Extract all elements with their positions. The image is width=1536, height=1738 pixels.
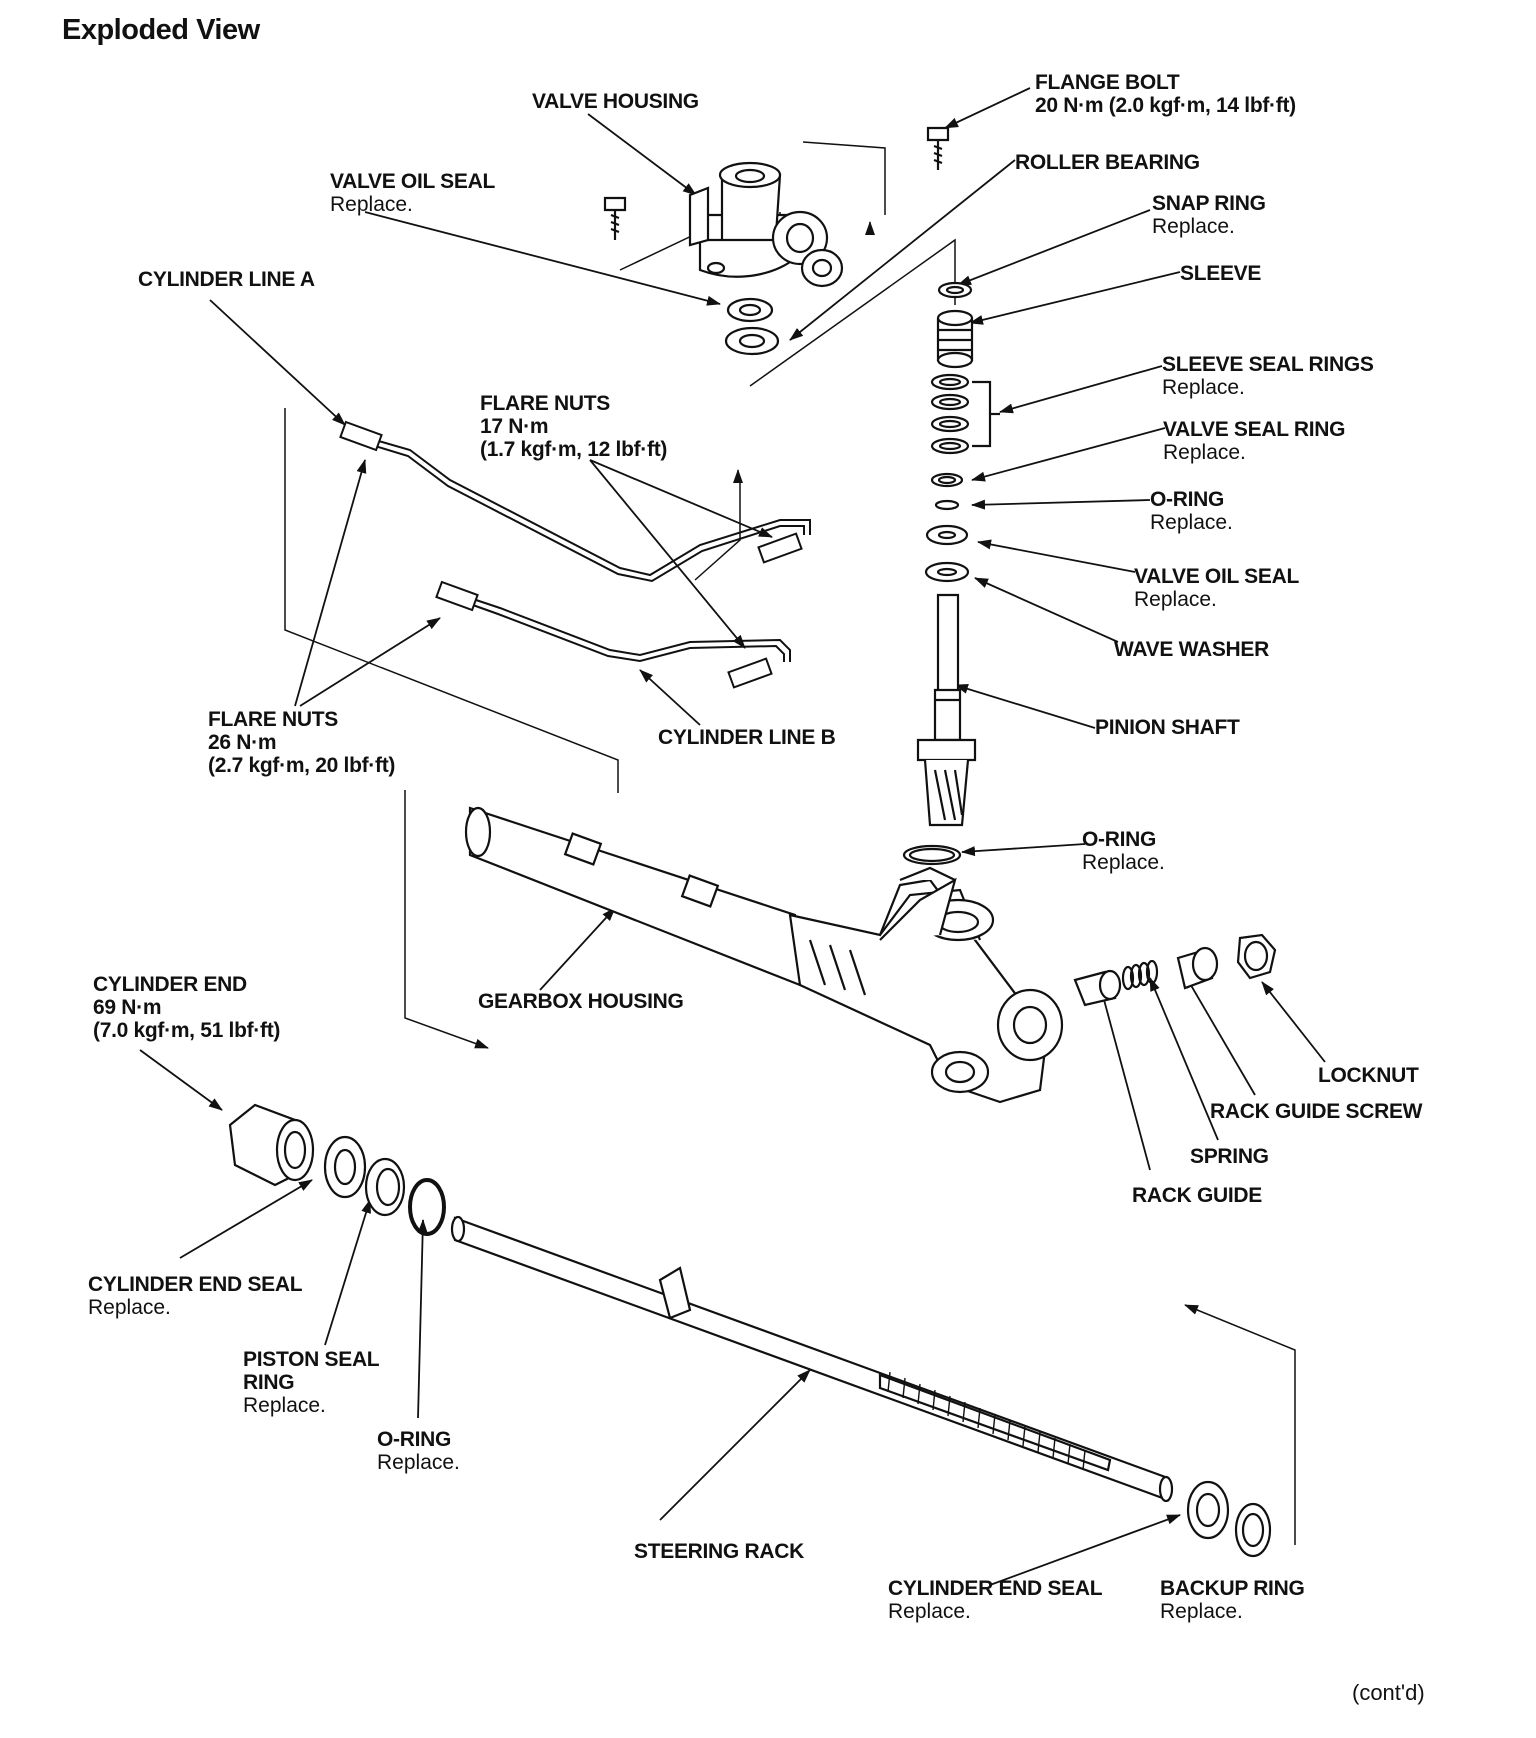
label-piston-seal-ring: PISTON SEAL RING Replace.: [243, 1348, 380, 1417]
leader-lines: [139, 87, 1326, 1586]
label-o-ring-mid: O-RING Replace.: [1082, 828, 1165, 874]
backup-ring: [1234, 1502, 1272, 1558]
label-rack-guide-screw: RACK GUIDE SCREW: [1210, 1100, 1423, 1123]
steering-rack: [450, 1215, 1174, 1503]
valve-housing: [688, 161, 844, 288]
label-sleeve-seal-rings: SLEEVE SEAL RINGS Replace.: [1162, 353, 1374, 399]
label-rack-guide: RACK GUIDE: [1132, 1184, 1263, 1207]
cylinder-line-b: [435, 580, 791, 689]
label-steering-rack: STEERING RACK: [634, 1540, 804, 1563]
gearbox-housing: [464, 806, 1064, 1104]
label-pinion-shaft: PINION SHAFT: [1095, 716, 1240, 739]
o-ring-pinion: [902, 844, 962, 866]
label-wave-washer: WAVE WASHER: [1114, 638, 1269, 661]
label-flare-nuts-26: FLARE NUTS 26 N·m (2.7 kgf·m, 20 lbf·ft): [208, 708, 396, 777]
label-cylinder-end-seal-right: CYLINDER END SEAL Replace.: [888, 1577, 1103, 1623]
continued-note: (cont'd): [1352, 1680, 1425, 1705]
label-valve-housing: VALVE HOUSING: [532, 90, 699, 113]
label-o-ring-lower: O-RING Replace.: [377, 1428, 460, 1474]
label-cylinder-line-b: CYLINDER LINE B: [658, 726, 836, 749]
label-valve-seal-ring: VALVE SEAL RING Replace.: [1163, 418, 1346, 464]
label-o-ring-upper: O-RING Replace.: [1150, 488, 1233, 534]
o-ring-left: [408, 1178, 446, 1236]
locknut: [1236, 933, 1277, 980]
label-cylinder-end-seal-left: CYLINDER END SEAL Replace.: [88, 1273, 303, 1319]
rack-guide: [1073, 969, 1122, 1007]
pinion-shaft: [916, 593, 977, 827]
label-spring: SPRING: [1190, 1145, 1269, 1168]
label-valve-oil-seal-lower: VALVE OIL SEAL Replace.: [1134, 565, 1299, 611]
cylinder-end-seal-left: [323, 1135, 367, 1199]
rack-guide-screw: [1176, 946, 1219, 990]
piston-seal-ring: [364, 1157, 406, 1217]
label-backup-ring: BACKUP RING Replace.: [1160, 1577, 1305, 1623]
flange-bolt: [926, 126, 950, 170]
label-flange-bolt: FLANGE BOLT 20 N·m (2.0 kgf·m, 14 lbf·ft…: [1035, 71, 1296, 117]
cylinder-line-a: [339, 420, 811, 583]
label-sleeve: SLEEVE: [1180, 262, 1262, 285]
label-locknut: LOCKNUT: [1318, 1064, 1419, 1087]
label-flare-nuts-17: FLARE NUTS 17 N·m (1.7 kgf·m, 12 lbf·ft): [480, 392, 668, 461]
label-valve-oil-seal-top: VALVE OIL SEAL Replace.: [330, 170, 495, 216]
spring: [1121, 959, 1159, 991]
pinion-stack: [924, 281, 1000, 583]
valve-bolt: [603, 196, 627, 240]
label-roller-bearing: ROLLER BEARING: [1015, 151, 1200, 174]
label-gearbox-housing: GEARBOX HOUSING: [478, 990, 684, 1013]
cylinder-end-seal-right: [1186, 1480, 1230, 1540]
page-title: Exploded View: [62, 14, 260, 46]
label-cylinder-end: CYLINDER END 69 N·m (7.0 kgf·m, 51 lbf·f…: [93, 973, 281, 1042]
valve-oil-seal-disc: [724, 297, 780, 356]
label-cylinder-line-a: CYLINDER LINE A: [138, 268, 315, 291]
label-snap-ring: SNAP RING Replace.: [1152, 192, 1266, 238]
cylinder-end: [228, 1103, 315, 1187]
